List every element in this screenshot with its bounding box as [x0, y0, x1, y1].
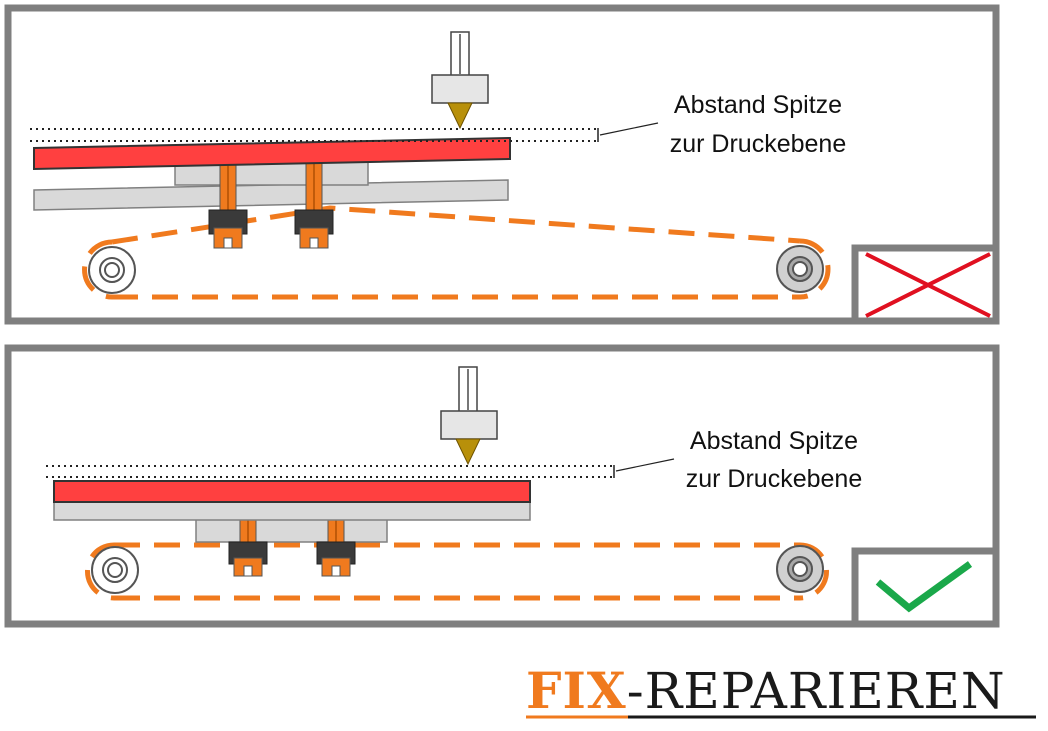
- panel-correct: Abstand Spitze zur Druckebene: [4, 344, 1000, 628]
- pulley-left: [88, 246, 136, 294]
- distance-label-line2: zur Druckebene: [670, 130, 846, 158]
- reference-line: [46, 458, 675, 478]
- pulley-right: [776, 245, 824, 293]
- distance-label-line1: Abstand Spitze: [690, 427, 858, 455]
- svg-text:FIX-REPARIEREN: FIX-REPARIEREN: [526, 661, 1006, 720]
- lower-plate: [53, 501, 531, 521]
- red-cross-icon: [851, 244, 1000, 325]
- panel-frame: [4, 344, 1000, 628]
- reference-line: [30, 122, 659, 142]
- logo-part-fix: FIX: [526, 661, 627, 720]
- print-bed: [53, 480, 531, 503]
- panel-incorrect: Abstand Spitze zur Druckebene: [4, 4, 1000, 325]
- nozzle: [431, 31, 489, 130]
- belt: [85, 542, 829, 601]
- distance-label-line1: Abstand Spitze: [674, 91, 842, 119]
- nozzle: [440, 366, 498, 466]
- logo-part-reparieren: -REPARIEREN: [627, 662, 1006, 720]
- panel-frame: [4, 4, 1000, 325]
- green-check-icon: [851, 547, 1000, 628]
- carriage-block: [195, 517, 388, 543]
- print-bed: [33, 136, 511, 171]
- distance-label-line2: zur Druckebene: [686, 465, 862, 493]
- screw-right: [294, 159, 334, 249]
- belt: [82, 205, 831, 300]
- pulley-right: [776, 545, 824, 593]
- pulley-left: [91, 546, 139, 594]
- logo: FIX-REPARIEREN: [526, 661, 1036, 720]
